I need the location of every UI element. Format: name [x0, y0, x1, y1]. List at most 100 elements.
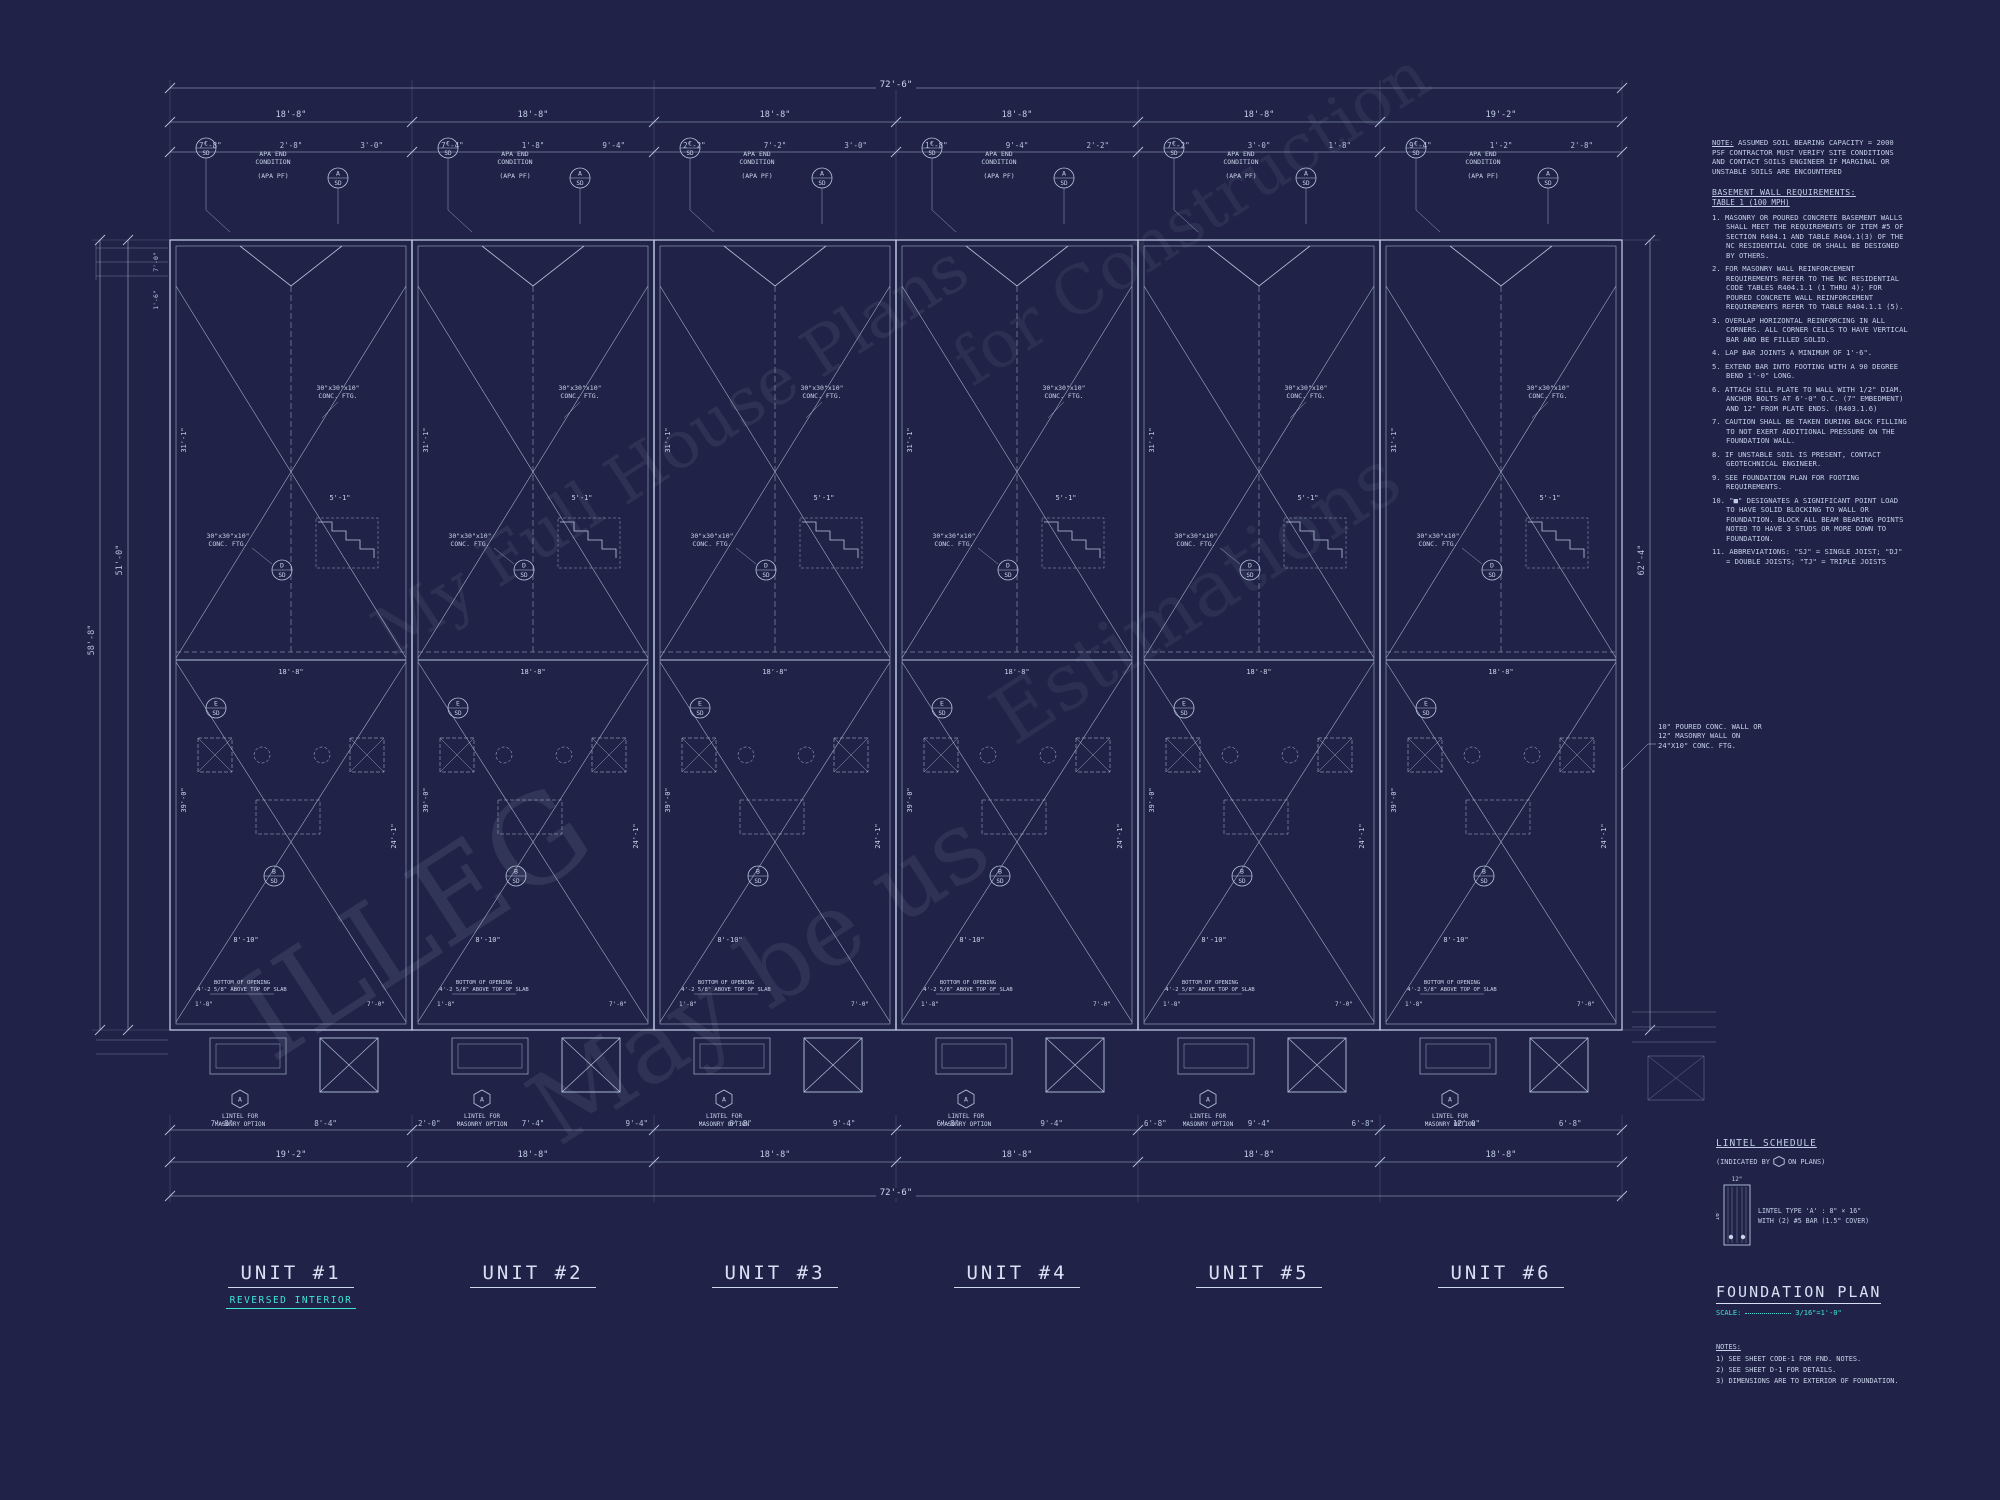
left-inner-dim: 51'-0": [115, 545, 125, 576]
sheet-notes-title: NOTES:: [1716, 1343, 1741, 1351]
unit-3-plan: [653, 137, 897, 1129]
sheet-notes-list: 1) SEE SHEET CODE-1 FOR FND. NOTES. 2) SE…: [1716, 1355, 1916, 1386]
unit-1-label: UNIT #1: [228, 1262, 354, 1288]
unit-2-cell: UNIT #2: [412, 1262, 654, 1309]
lintel-indicated-line: (INDICATED BY ON PLANS): [1716, 1156, 1908, 1167]
dim-text: 2'-2": [683, 141, 706, 150]
sheet-note-item: 1) SEE SHEET CODE-1 FOR FND. NOTES.: [1716, 1355, 1862, 1364]
basement-note-item: 11. ABBREVIATIONS: "SJ" = SINGLE JOIST; …: [1712, 547, 1903, 566]
basement-note-item: 9. SEE FOUNDATION PLAN FOR FOOTING REQUI…: [1712, 472, 1860, 492]
basement-note-item: 4. LAP BAR JOINTS A MINIMUM OF 1'-6".: [1712, 348, 1873, 358]
dim-text: 6'-8": [1351, 1119, 1375, 1128]
soil-note-body: ASSUMED SOIL BEARING CAPACITY = 2000 PSF…: [1712, 138, 1894, 176]
dim-text: 18'-8": [1243, 1150, 1275, 1160]
dim-text: 9'-4": [602, 141, 625, 150]
basement-note-item: 2. FOR MASONRY WALL REINFORCEMENT REQUIR…: [1712, 264, 1904, 312]
lintel-type-text: LINTEL TYPE 'A' : 8" × 16": [1758, 1207, 1861, 1215]
dim-text: 6'-8": [729, 1119, 752, 1128]
dim-text: 9'-4": [1247, 1119, 1271, 1128]
lintel-detail-drawing: 12" 16" LINTEL TYPE 'A' : 8" × 16" WITH …: [1714, 1176, 1869, 1246]
left-step-details: [95, 244, 168, 1055]
dim-text: 72'-6": [875, 80, 917, 90]
dim-text: 8'-4": [314, 1119, 337, 1128]
unit-4-label: UNIT #4: [954, 1262, 1080, 1288]
dim-text: 9'-4": [625, 1119, 649, 1128]
sheet-note-item: 2) SEE SHEET D-1 FOR DETAILS.: [1716, 1366, 1837, 1375]
dim-text: 3'-0": [1247, 141, 1271, 150]
title-block: FOUNDATION PLAN SCALE: 3/16"=1'-0" NOTES…: [1716, 1282, 1916, 1388]
wall-callout: 10" POURED CONC. WALL OR 12" MASONRY WAL…: [1658, 722, 1838, 750]
notes-column: NOTE: ASSUMED SOIL BEARING CAPACITY = 20…: [1712, 138, 1910, 570]
rebar-icon: [1740, 1234, 1746, 1240]
scale-line: SCALE: 3/16"=1'-0": [1716, 1309, 1916, 1317]
basement-notes-subtitle: TABLE 1 (100 MPH): [1712, 197, 1790, 207]
scale-label: SCALE:: [1716, 1309, 1742, 1317]
extension-lines: [92, 80, 1660, 1202]
unit-plans: [169, 137, 1623, 1129]
sheet-title: FOUNDATION PLAN: [1716, 1283, 1882, 1304]
lintel-type-text: WITH (2) #5 BAR (1.5" COVER): [1758, 1217, 1869, 1225]
dimension-lines-right: 62'-4": [1637, 234, 1656, 1036]
unit-1-cell: UNIT #1 REVERSED INTERIOR: [170, 1262, 412, 1309]
right-step-details: [1632, 1011, 1716, 1101]
unit-4-plan: [895, 137, 1139, 1129]
unit-3-label: UNIT #3: [712, 1262, 838, 1288]
bottom-major-dims: 19'-2"18'-8"18'-8"18'-8"18'-8"18'-8": [170, 1150, 1622, 1161]
basement-note-item: 1. MASONRY OR POURED CONCRETE BASEMENT W…: [1712, 212, 1904, 260]
dim-text: 1'-8": [925, 141, 948, 150]
dim-text: 3'-0": [360, 141, 383, 150]
dim-text: 1'-8": [1328, 141, 1352, 150]
dim-text: 7'-4": [441, 141, 464, 150]
dim-text: 12'-0": [1452, 1119, 1481, 1128]
dim-text: 19'-2": [275, 1150, 307, 1160]
unit-5-plan: [1137, 137, 1381, 1129]
dim-text: 9'-4": [1409, 141, 1432, 150]
unit-4-cell: UNIT #4: [896, 1262, 1138, 1309]
unit-1-reversed-note: REVERSED INTERIOR: [225, 1295, 357, 1309]
dim-text: 18'-8": [517, 110, 549, 120]
unit-3-cell: UNIT #3: [654, 1262, 896, 1309]
dim-text: 18'-8": [759, 1150, 791, 1160]
soil-note-title: NOTE:: [1712, 138, 1734, 147]
dim-text: 6'-8": [936, 1119, 960, 1128]
unit-labels-row: UNIT #1 REVERSED INTERIOR UNIT #2 UNIT #…: [170, 1262, 1622, 1309]
lintel-schedule: LINTEL SCHEDULE (INDICATED BY ON PLANS) …: [1714, 1138, 1908, 1265]
unit-5-cell: UNIT #5: [1138, 1262, 1380, 1309]
dim-text: 18'-8": [1001, 1150, 1033, 1160]
basement-note-item: 7. CAUTION SHALL BE TAKEN DURING BACK FI…: [1712, 417, 1907, 446]
scale-dotted-line: [1745, 1312, 1792, 1314]
dim-text: 9'-4": [832, 1119, 856, 1128]
basement-notes-list: 1. MASONRY OR POURED CONCRETE BASEMENT W…: [1712, 213, 1910, 567]
dim-text: 7'-8": [210, 1119, 234, 1128]
lintel-dim-height: 16": [1716, 1210, 1721, 1221]
unit-2-label: UNIT #2: [470, 1262, 596, 1288]
wall-callout-leader: [1621, 743, 1656, 771]
wall-callout-line: 24"X10" CONC. FTG.: [1658, 740, 1736, 750]
dim-text: 1'-2": [1489, 141, 1513, 150]
dim-text: 18'-8": [1001, 110, 1033, 120]
left-outer-dim: 58'-8": [87, 625, 97, 656]
basement-note-item: 5. EXTEND BAR INTO FOOTING WITH A 90 DEG…: [1712, 361, 1899, 381]
unit-1-plan: [169, 137, 413, 1129]
right-side-dim: 62'-4": [1637, 545, 1647, 576]
dim-text: 19'-2": [1485, 110, 1517, 120]
lintel-schedule-title: LINTEL SCHEDULE: [1716, 1138, 1817, 1149]
dim-text: 9'-4": [1040, 1119, 1063, 1128]
bottom-minor-dims: 7'-8"8'-4"2'-0"7'-4"9'-4"6'-8"9'-4"6'-8"…: [170, 1118, 1622, 1129]
dim-text: 2'-8": [1570, 141, 1594, 150]
dim-text: 7'-4": [521, 1119, 545, 1128]
wall-callout-line: 10" POURED CONC. WALL OR: [1658, 722, 1762, 731]
left-small-dim: 1'-6": [152, 290, 160, 310]
basement-note-item: 10. "■" DESIGNATES A SIGNIFICANT POINT L…: [1712, 495, 1904, 543]
dim-text: 18'-8": [759, 110, 791, 120]
hexagon-icon: [1773, 1156, 1785, 1167]
dim-text: 7'-2": [763, 141, 787, 150]
dim-text: 2'-2": [1086, 141, 1110, 150]
top-overall-dim: 72'-6": [170, 76, 1622, 90]
dim-text: 18'-8": [275, 110, 307, 120]
lintel-indicated-suffix: ON PLANS): [1787, 1157, 1826, 1166]
lintel-indicated-prefix: (INDICATED BY: [1716, 1157, 1770, 1166]
top-minor-dims: 7'-8"2'-8"3'-0"7'-4"1'-8"9'-4"2'-2"7'-2"…: [170, 140, 1622, 151]
